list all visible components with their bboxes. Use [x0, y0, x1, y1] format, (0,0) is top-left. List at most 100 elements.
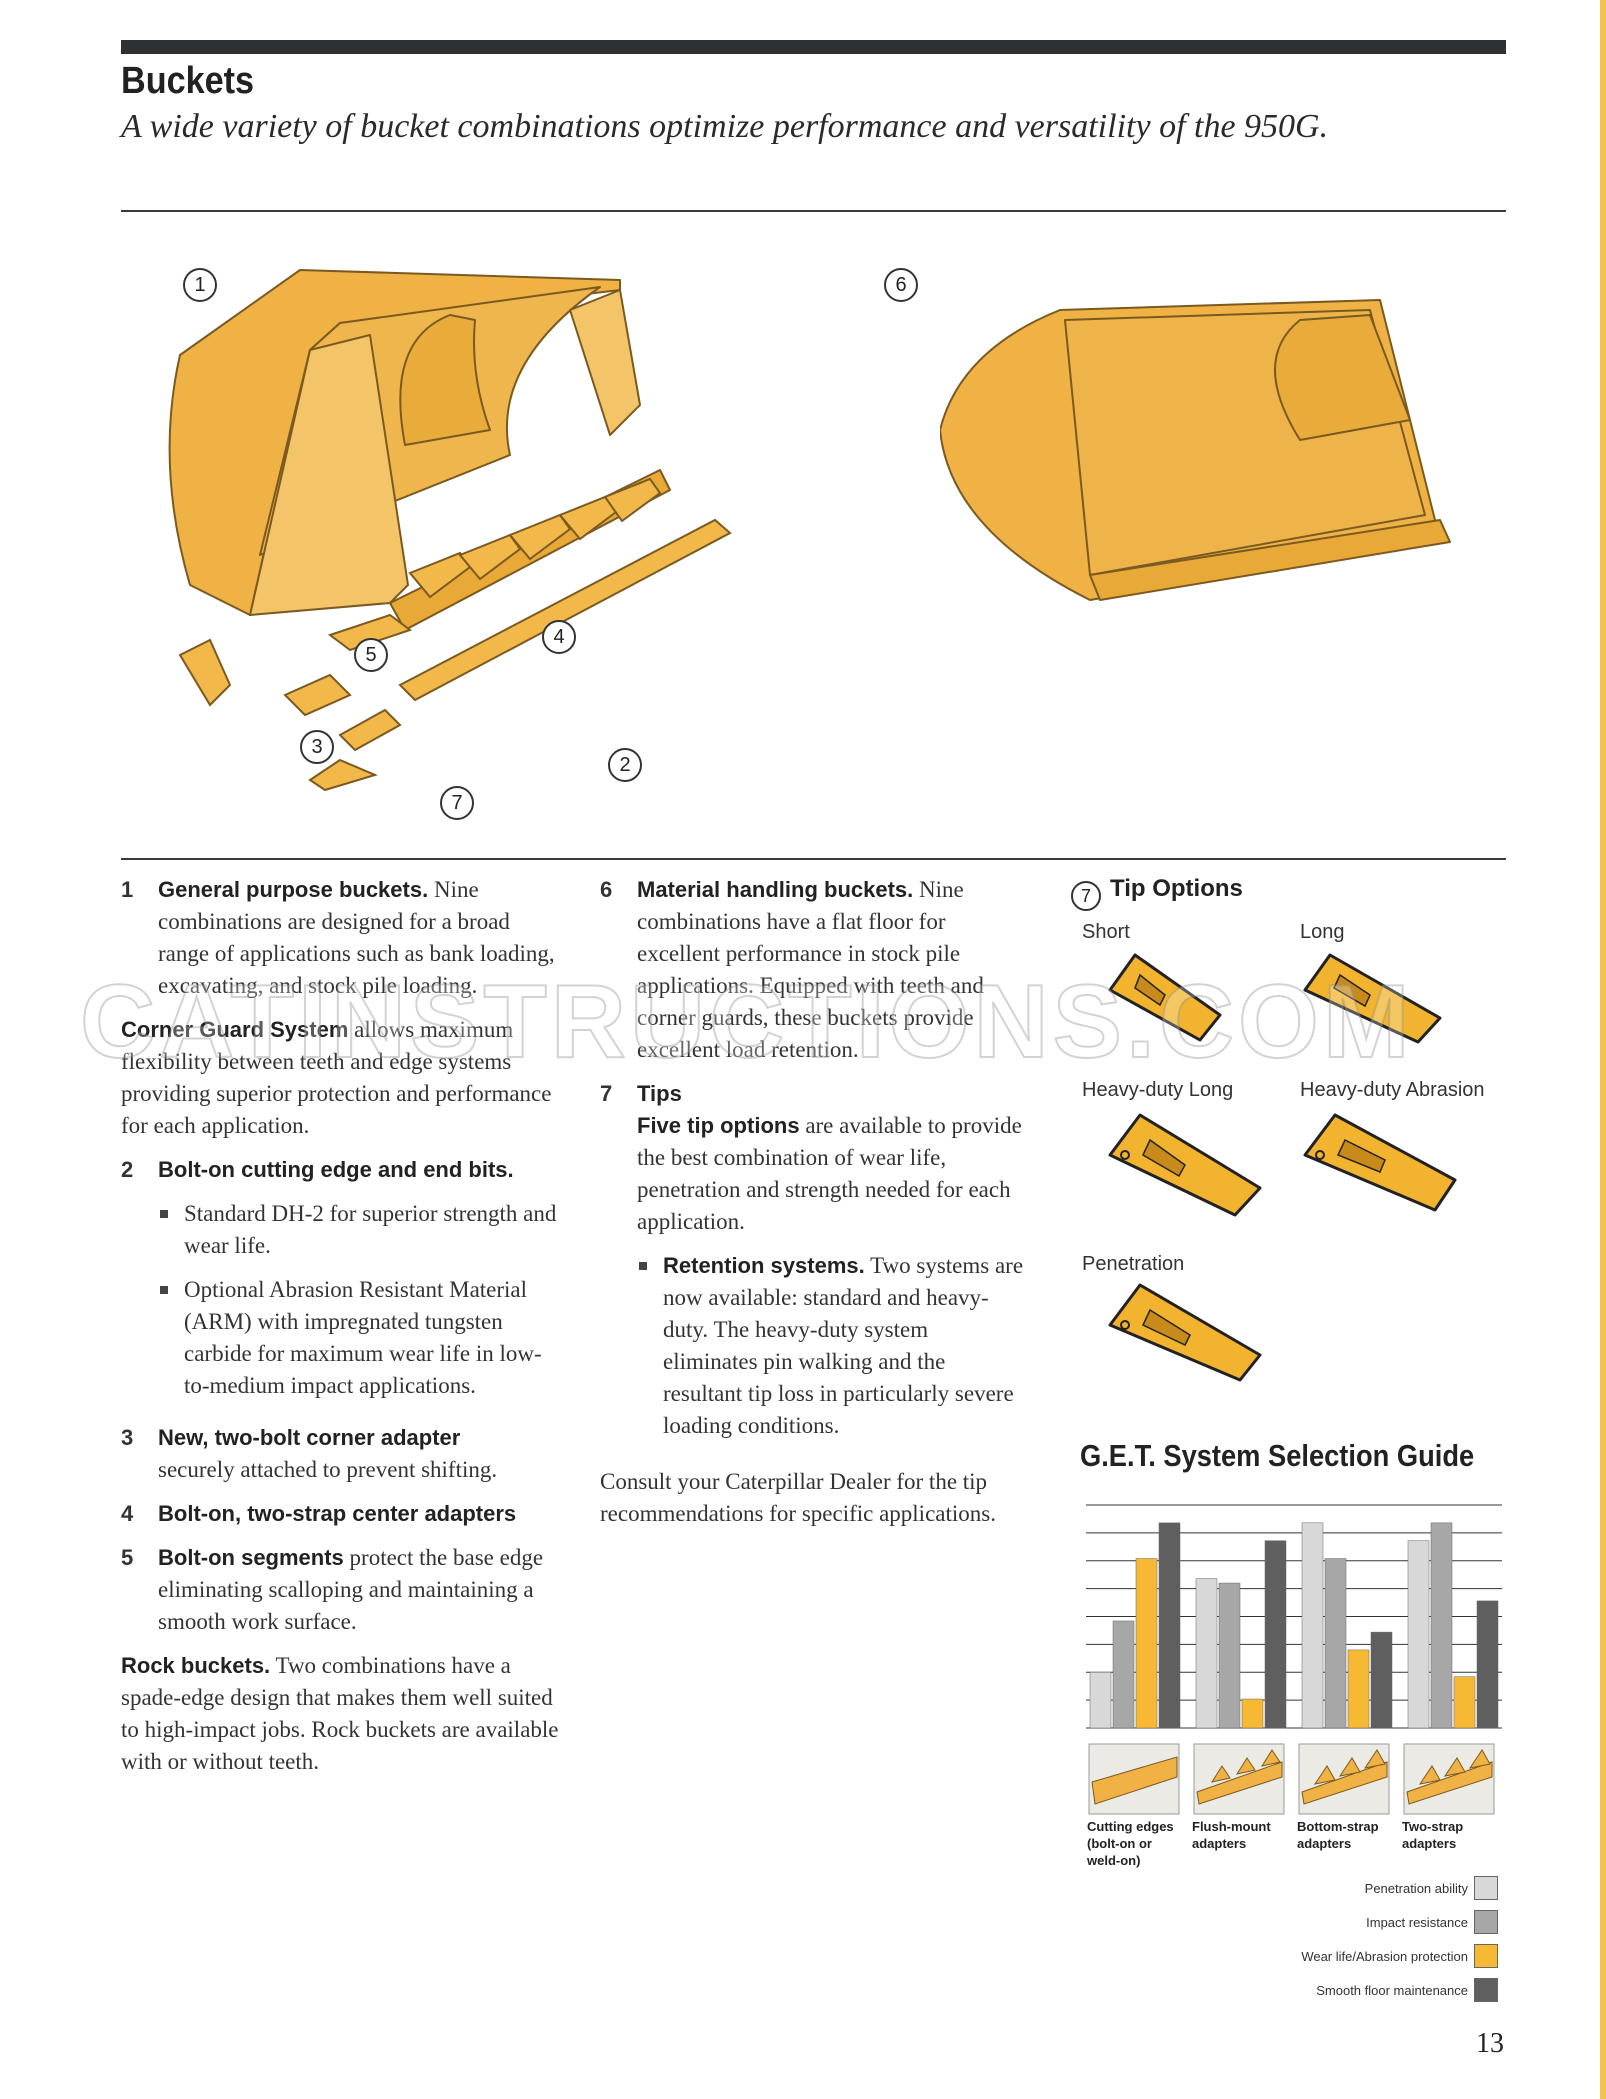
page-subtitle: A wide variety of bucket combinations op… — [121, 108, 1329, 145]
corner-guard-paragraph: Corner Guard System allows maximum flexi… — [121, 1014, 566, 1142]
legend-swatch — [1474, 1876, 1498, 1900]
chart-bar — [1453, 1676, 1476, 1729]
item-4: 4 Bolt-on, two-strap center adapters — [121, 1498, 566, 1530]
chart-bar — [1112, 1620, 1135, 1729]
chart-bar — [1347, 1649, 1370, 1729]
item-1: 1 General purpose buckets. Nine combinat… — [121, 874, 566, 1002]
item-6: 6 Material handling buckets. Nine combin… — [600, 874, 1025, 1066]
tips-text: are available to provide the best combin… — [637, 1113, 1022, 1234]
bullet-text: Optional Abrasion Resistant Material (AR… — [184, 1277, 542, 1398]
tip-options-title: Tip Options — [1110, 875, 1243, 902]
item-heading: Bolt-on, two-strap center adapters — [158, 1501, 517, 1526]
page-title: Buckets — [121, 60, 255, 102]
category-label-line: weld-on) — [1087, 1853, 1141, 1868]
cutting-edges-thumbnail — [1088, 1743, 1180, 1815]
item-2: 2 Bolt-on cutting edge and end bits. Sta… — [121, 1154, 566, 1402]
bullet-icon — [160, 1286, 168, 1294]
item-5: 5 Bolt-on segments protect the base edge… — [121, 1542, 566, 1638]
item-number: 4 — [121, 1501, 134, 1526]
two-strap-adapters-thumbnail — [1403, 1743, 1495, 1815]
paragraph-text: Two combinations have a spade-edge desig… — [121, 1653, 559, 1774]
page-number: 13 — [1476, 2028, 1504, 2059]
callout-3: 3 — [300, 730, 334, 764]
legend-swatch — [1474, 1944, 1498, 1968]
tip-label-short: Short — [1082, 921, 1130, 943]
bottom-strap-adapters-thumbnail — [1298, 1743, 1390, 1815]
chart-bar — [1430, 1522, 1453, 1729]
tip-heavy-duty-long-icon — [1108, 1113, 1262, 1217]
consult-paragraph: Consult your Caterpillar Dealer for the … — [600, 1469, 996, 1526]
get-system-thumbnails — [1088, 1743, 1495, 1815]
chart-bar — [1370, 1631, 1393, 1729]
general-purpose-bucket-illustration — [168, 269, 732, 792]
legend-label: Smooth floor maintenance — [1316, 1982, 1468, 1998]
column-left: 1 General purpose buckets. Nine combinat… — [121, 874, 566, 1790]
item-heading: New, two-bolt corner adapter — [158, 1425, 461, 1450]
chart-bar — [1241, 1698, 1264, 1729]
legend-item: Penetration ability — [1365, 1876, 1498, 1900]
chart-bar — [1264, 1540, 1287, 1729]
chart-bar — [1135, 1558, 1158, 1729]
item-heading: Bolt-on segments — [158, 1545, 344, 1570]
legend-swatch — [1474, 1910, 1498, 1934]
category-label-line: adapters — [1297, 1836, 1352, 1851]
item-number: 7 — [600, 1081, 613, 1106]
item-number: 5 — [121, 1545, 134, 1570]
selection-guide-chart — [1086, 1504, 1502, 1729]
chart-bar — [1089, 1672, 1112, 1729]
paragraph-heading: Corner Guard System — [121, 1017, 349, 1042]
chart-bar — [1195, 1578, 1218, 1729]
chart-bar — [1218, 1582, 1241, 1729]
tip-label-heavy-duty-abrasion: Heavy-duty Abrasion — [1300, 1079, 1485, 1101]
bullet-heading: Retention systems. — [663, 1253, 865, 1278]
category-label-line: (bolt-on or — [1087, 1836, 1152, 1851]
tip-heavy-duty-abrasion-icon — [1303, 1113, 1457, 1212]
callout-1: 1 — [183, 268, 217, 302]
callout-2: 2 — [608, 748, 642, 782]
selection-guide-title: G.E.T. System Selection Guide — [1080, 1438, 1475, 1473]
tip-label-penetration: Penetration — [1082, 1253, 1185, 1275]
bullet-text: Standard DH-2 for superior strength and … — [184, 1201, 557, 1258]
callout-4: 4 — [542, 620, 576, 654]
item-text: protect the base edge eliminating scallo… — [158, 1545, 544, 1634]
category-label-line: Cutting edges — [1087, 1819, 1174, 1834]
paragraph-heading: Rock buckets. — [121, 1653, 271, 1678]
item-text: Nine combinations are designed for a bro… — [158, 877, 555, 998]
category-label: Bottom-strap adapters — [1297, 1818, 1379, 1852]
item-number: 2 — [121, 1157, 134, 1182]
flush-mount-adapters-thumbnail — [1193, 1743, 1285, 1815]
item-heading: Tips — [637, 1081, 682, 1106]
tip-penetration-icon — [1108, 1283, 1262, 1382]
item-number: 1 — [121, 877, 134, 902]
item-3: 3 New, two-bolt corner adapter securely a… — [121, 1422, 566, 1486]
tip-short-icon — [1108, 953, 1222, 1042]
chart-bar — [1158, 1522, 1181, 1729]
tip-label-long: Long — [1300, 921, 1345, 943]
chart-bar — [1407, 1540, 1430, 1729]
callout-6: 6 — [884, 268, 918, 302]
item-heading: Bolt-on cutting edge and end bits. — [158, 1157, 514, 1182]
chart-bar — [1476, 1600, 1499, 1729]
item-text: securely attached to prevent shifting. — [158, 1457, 498, 1482]
bullet-icon — [160, 1210, 168, 1218]
callout-7: 7 — [440, 786, 474, 820]
tip-label-heavy-duty-long: Heavy-duty Long — [1082, 1079, 1234, 1101]
legend-swatch — [1474, 1978, 1498, 2002]
bullet-item: Retention systems. Two systems are now a… — [637, 1250, 1025, 1442]
header-bar — [121, 40, 1506, 54]
category-label-line: Two-strap — [1402, 1819, 1464, 1834]
column-middle: 6 Material handling buckets. Nine combin… — [600, 874, 1025, 1542]
chart-bar — [1301, 1522, 1324, 1729]
item-heading: Material handling buckets. — [637, 877, 914, 902]
chart-bar — [1324, 1558, 1347, 1729]
item-number: 6 — [600, 877, 613, 902]
legend-item: Smooth floor maintenance — [1316, 1978, 1498, 2002]
category-label-line: Bottom-strap — [1297, 1819, 1379, 1834]
item-number: 3 — [121, 1425, 134, 1450]
legend-label: Wear life/Abrasion protection — [1301, 1948, 1468, 1964]
legend-label: Penetration ability — [1364, 1880, 1468, 1896]
category-label-line: adapters — [1192, 1836, 1247, 1851]
bullet-icon — [639, 1262, 647, 1270]
